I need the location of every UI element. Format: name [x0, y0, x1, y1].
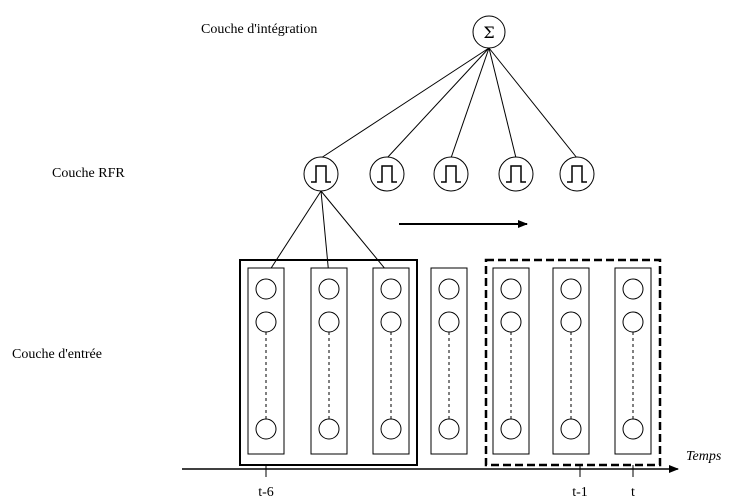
- current-window-box: [484, 258, 662, 467]
- rfr-input-connections: [265, 190, 392, 277]
- pulse-icon: [311, 165, 331, 183]
- sigma-symbol: Σ: [483, 23, 494, 42]
- rfr-neuron-4: [498, 156, 534, 192]
- pulse-icon: [567, 165, 587, 183]
- integration-layer-label: Couche d'intégration: [201, 22, 317, 37]
- rfr-layer-label: Couche RFR: [52, 166, 125, 181]
- integration-connections: [320, 47, 578, 159]
- input-column-4: [430, 267, 468, 455]
- time-axis-label: Temps: [686, 449, 722, 464]
- input-column-7: [614, 267, 652, 455]
- input-column-6: [552, 267, 590, 455]
- tick-label-t-6: t-6: [258, 485, 274, 500]
- tick-label-t-1: t-1: [572, 485, 588, 500]
- summation-neuron: Σ: [472, 15, 506, 49]
- rfr-neuron-1: [303, 156, 339, 192]
- pulse-icon: [377, 165, 397, 183]
- input-layer-label: Couche d'entrée: [12, 347, 102, 362]
- rfr-neuron-3: [433, 156, 469, 192]
- pulse-icon: [506, 165, 526, 183]
- input-column-2: [310, 267, 348, 455]
- past-window-box: [239, 259, 418, 466]
- rfr-neuron-2: [369, 156, 405, 192]
- input-column-5: [492, 267, 530, 455]
- input-column-1: [247, 267, 285, 455]
- input-column-3: [372, 267, 410, 455]
- rfr-neuron-5: [559, 156, 595, 192]
- tick-label-t: t: [631, 485, 635, 500]
- pulse-icon: [441, 165, 461, 183]
